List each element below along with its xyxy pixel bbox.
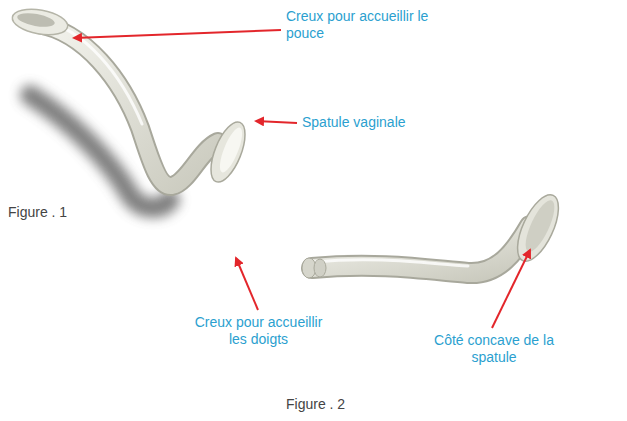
callout-label: Côté concave de la spatule (424, 332, 564, 366)
figure-caption: Figure . 2 (286, 396, 386, 413)
speculum-tool-fig2 (302, 189, 567, 278)
callout-label: Creux pour accueillir les doigts (186, 314, 331, 348)
callout-label: Spatule vaginale (302, 114, 462, 131)
figure-caption: Figure . 1 (8, 204, 108, 221)
callout-label: Creux pour accueillir le pouce (286, 8, 461, 42)
leader-arrows (74, 30, 530, 328)
leader-arrow (256, 121, 297, 123)
leader-arrow (236, 258, 258, 310)
leader-arrow (492, 250, 530, 328)
leader-arrow (74, 30, 281, 38)
